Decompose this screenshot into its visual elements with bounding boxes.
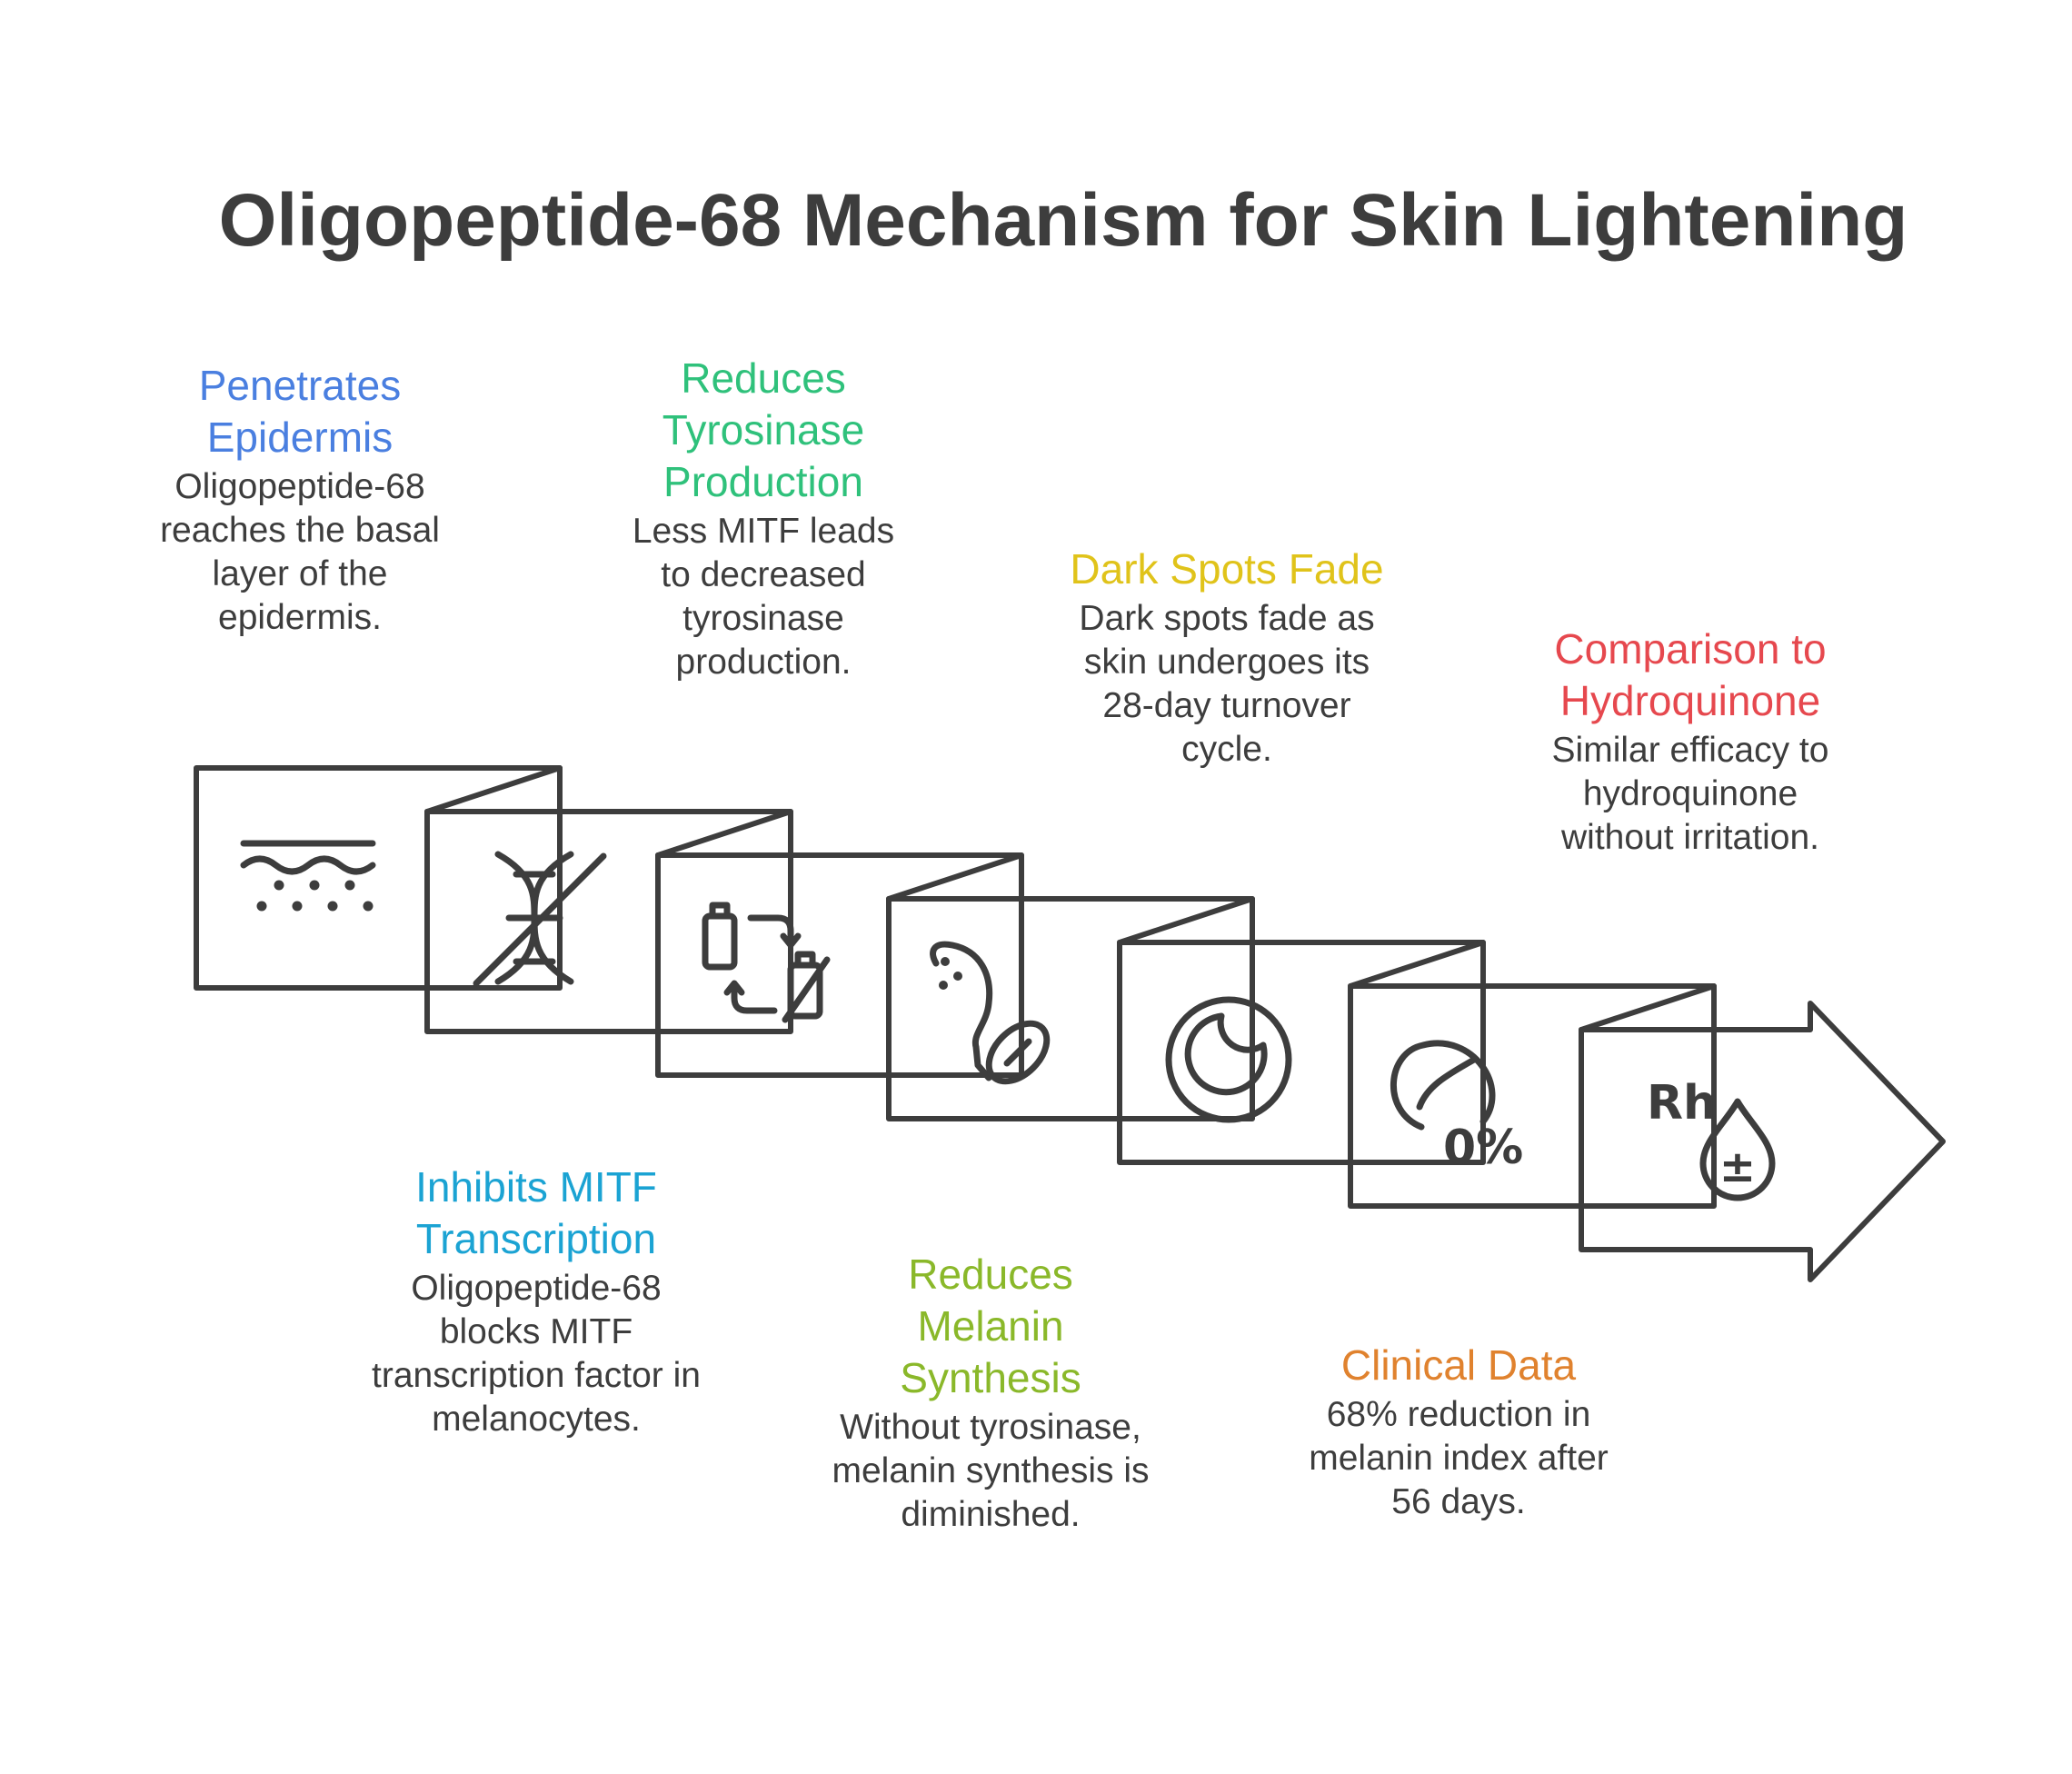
step-description: Less MITF leads to decreased tyrosinase …	[632, 512, 895, 682]
segment-4	[886, 852, 1255, 1121]
step-reduces-melanin: Reduces Melanin Synthesis Without tyrosi…	[818, 1249, 1163, 1537]
step-heading: Comparison to Hydroquinone	[1554, 625, 1827, 724]
page-title: Oligopeptide-68 Mechanism for Skin Light…	[218, 179, 1908, 262]
step-reduces-tyrosinase: Reduces Tyrosinase Production Less MITF …	[591, 353, 936, 684]
bean-zero-percent-icon: 0%	[1390, 1040, 1523, 1175]
step-description: Without tyrosinase, melanin synthesis is…	[832, 1408, 1150, 1534]
rh-text: Rh	[1647, 1076, 1717, 1131]
step-heading: Inhibits MITF Transcription	[415, 1163, 657, 1262]
rh-drop-icon: Rh ±	[1647, 1076, 1776, 1201]
segment-6: 0%	[1348, 940, 1717, 1209]
segment-1	[194, 765, 563, 991]
dna-blocked-icon	[473, 851, 607, 987]
step-dark-spots-fade: Dark Spots Fade Dark spots fade as skin …	[1054, 543, 1400, 772]
step-heading: Clinical Data	[1340, 1341, 1577, 1389]
step-heading: Reduces Melanin Synthesis	[900, 1251, 1081, 1401]
segment-7: Rh ±	[1579, 983, 1946, 1282]
segment-5	[1117, 896, 1486, 1165]
face-pigment-icon	[930, 941, 1051, 1085]
step-clinical-data: Clinical Data 68% reduction in melanin i…	[1290, 1340, 1627, 1524]
plus-minus-text: ±	[1719, 1141, 1756, 1192]
step-description: Similar efficacy to hydroquinone without…	[1551, 731, 1829, 857]
segment-3	[655, 809, 1024, 1078]
moon-cycle-icon	[1165, 996, 1292, 1123]
step-heading: Reduces Tyrosinase Production	[662, 354, 865, 505]
step-description: Oligopeptide-68 blocks MITF transcriptio…	[372, 1269, 701, 1439]
step-heading: Penetrates Epidermis	[198, 362, 402, 461]
skin-layers-icon	[240, 840, 376, 912]
step-heading: Dark Spots Fade	[1070, 545, 1384, 593]
step-penetrates-epidermis: Penetrates Epidermis Oligopeptide-68 rea…	[145, 360, 454, 640]
step-inhibits-mitf: Inhibits MITF Transcription Oligopeptide…	[364, 1161, 709, 1441]
zero-percent-text: 0%	[1443, 1121, 1523, 1175]
step-description: Dark spots fade as skin undergoes its 28…	[1079, 599, 1375, 769]
step-description: Oligopeptide-68 reaches the basal layer …	[160, 467, 440, 637]
enzyme-exchange-icon	[702, 902, 831, 1023]
step-comparison-hydroquinone: Comparison to Hydroquinone Similar effic…	[1527, 623, 1854, 860]
step-description: 68% reduction in melanin index after 56 …	[1309, 1395, 1609, 1521]
